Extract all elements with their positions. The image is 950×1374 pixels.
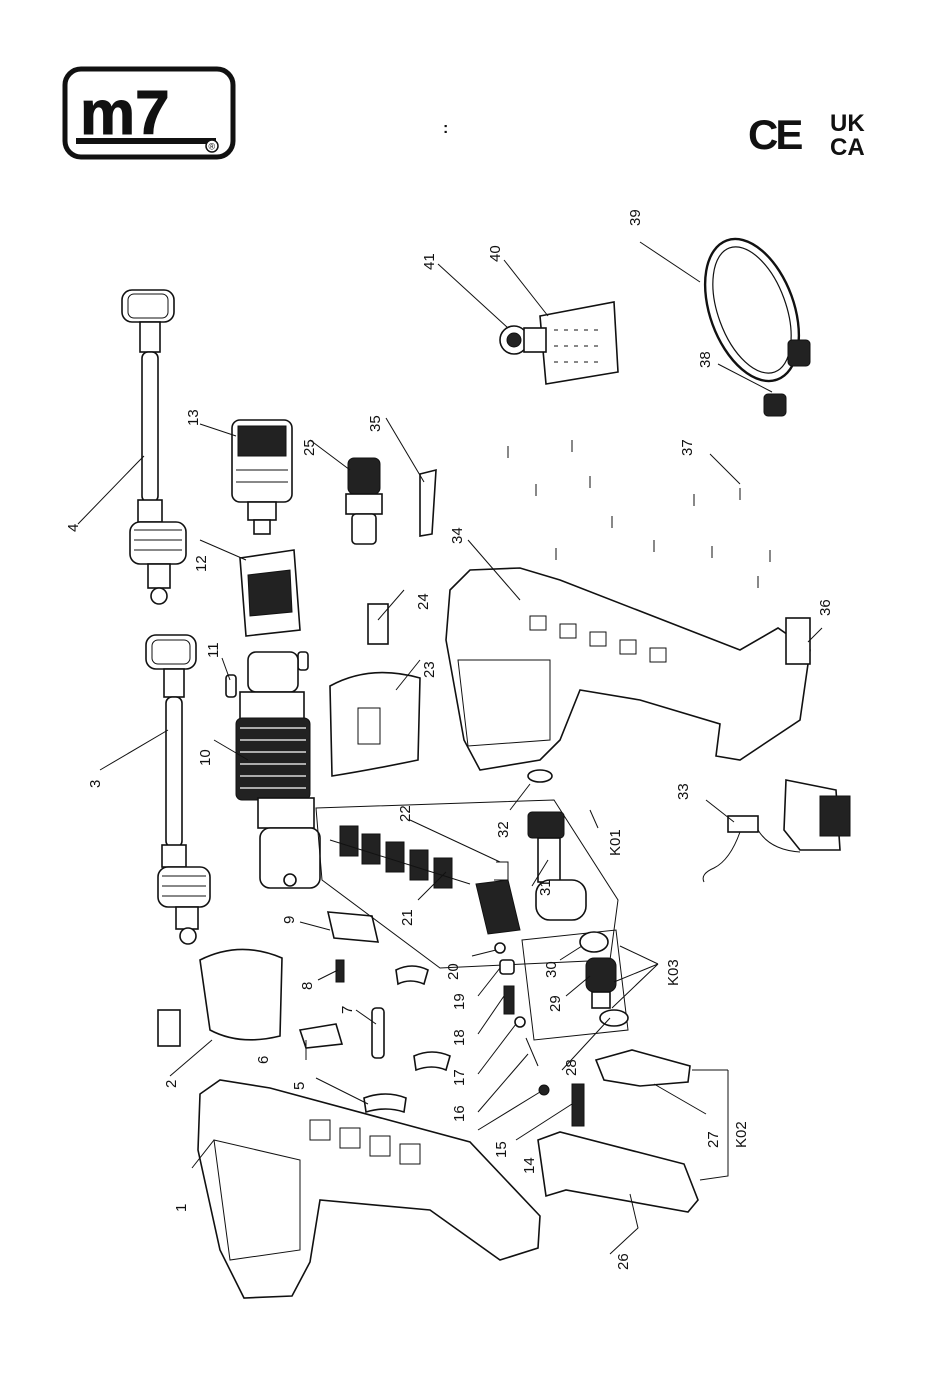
part-41-connector — [500, 326, 546, 354]
label-part-39: 39 — [627, 209, 644, 226]
part-2-cover — [158, 949, 282, 1046]
label-k01: K01 — [607, 829, 624, 856]
label-part-1: 1 — [173, 1204, 190, 1212]
label-part-34: 34 — [449, 527, 466, 544]
label-part-7: 7 — [339, 1006, 356, 1014]
part-39-power-cord — [687, 226, 817, 416]
part-12-front-cap — [240, 550, 300, 636]
part-33-switch-cable — [703, 780, 850, 882]
part-38-plug-connector — [764, 394, 786, 416]
label-k03: K03 — [665, 959, 682, 986]
part-14-spring — [572, 1084, 584, 1126]
group-k01 — [316, 800, 618, 968]
insulator-piece-b — [414, 1052, 450, 1070]
label-part-15: 15 — [493, 1141, 510, 1158]
label-part-40: 40 — [487, 245, 504, 262]
part-37-screws — [508, 440, 770, 588]
part-34-housing-right — [446, 568, 810, 770]
part-20-washer — [495, 943, 505, 953]
part-5-insulator — [364, 1094, 406, 1112]
label-part-25: 25 — [301, 439, 318, 456]
part-22-wire-clip — [494, 862, 508, 880]
part-25-fan — [346, 458, 382, 544]
part-4-extension-upper — [122, 290, 186, 604]
label-part-16: 16 — [451, 1105, 468, 1122]
part-26-handle-cover — [538, 1132, 698, 1212]
label-part-31: 31 — [537, 879, 554, 896]
label-k02: K02 — [733, 1121, 750, 1148]
label-part-4: 4 — [65, 524, 82, 532]
label-part-21: 21 — [399, 909, 416, 926]
label-part-6: 6 — [255, 1056, 272, 1064]
label-part-19: 19 — [451, 993, 468, 1010]
label-part-24: 24 — [415, 593, 432, 610]
part-3-extension-lower — [146, 635, 210, 944]
label-part-8: 8 — [299, 982, 316, 990]
part-17-washer — [515, 1017, 525, 1027]
label-part-41: 41 — [421, 253, 438, 270]
label-part-11: 11 — [205, 642, 222, 658]
label-part-18: 18 — [451, 1029, 468, 1046]
label-part-5: 5 — [291, 1082, 308, 1090]
part-18-spring — [504, 986, 514, 1014]
label-part-37: 37 — [679, 439, 696, 456]
label-part-32: 32 — [495, 821, 512, 838]
part-19-nut — [500, 960, 514, 974]
label-part-2: 2 — [163, 1080, 180, 1088]
part-1-housing-left — [198, 1080, 540, 1298]
part-8-spring — [336, 960, 344, 982]
label-part-14: 14 — [521, 1157, 538, 1174]
label-part-35: 35 — [367, 415, 384, 432]
label-part-17: 17 — [451, 1069, 468, 1086]
label-part-28: 28 — [563, 1059, 580, 1076]
label-part-10: 10 — [197, 749, 214, 766]
label-part-22: 22 — [397, 805, 414, 822]
part-15-nut — [539, 1085, 549, 1095]
label-part-38: 38 — [697, 351, 714, 368]
leader-lines — [78, 242, 822, 1254]
insulator-piece-a — [396, 966, 428, 984]
label-part-23: 23 — [421, 661, 438, 678]
part-24-label — [368, 604, 388, 644]
label-part-9: 9 — [281, 916, 298, 924]
label-part-27: 27 — [705, 1131, 722, 1148]
label-part-13: 13 — [185, 409, 202, 426]
part-23-shield — [330, 673, 420, 776]
part-27-trigger-lever — [596, 1050, 690, 1086]
part-7-pin — [372, 1008, 384, 1058]
label-part-33: 33 — [675, 783, 692, 800]
label-part-30: 30 — [543, 961, 560, 978]
label-part-20: 20 — [445, 963, 462, 980]
part-13-nozzle-housing — [232, 420, 292, 534]
part-40-tag — [540, 302, 618, 384]
label-part-12: 12 — [193, 555, 210, 572]
label-part-3: 3 — [87, 780, 104, 788]
label-part-36: 36 — [817, 599, 834, 616]
part-10-heater-motor-assembly — [236, 652, 320, 888]
part-36-label — [786, 618, 810, 664]
part-32-ring — [528, 770, 552, 782]
part-16-rod — [526, 1038, 538, 1066]
part-21-heating-coil — [330, 826, 470, 888]
label-part-29: 29 — [547, 995, 564, 1012]
label-part-26: 26 — [615, 1253, 632, 1270]
